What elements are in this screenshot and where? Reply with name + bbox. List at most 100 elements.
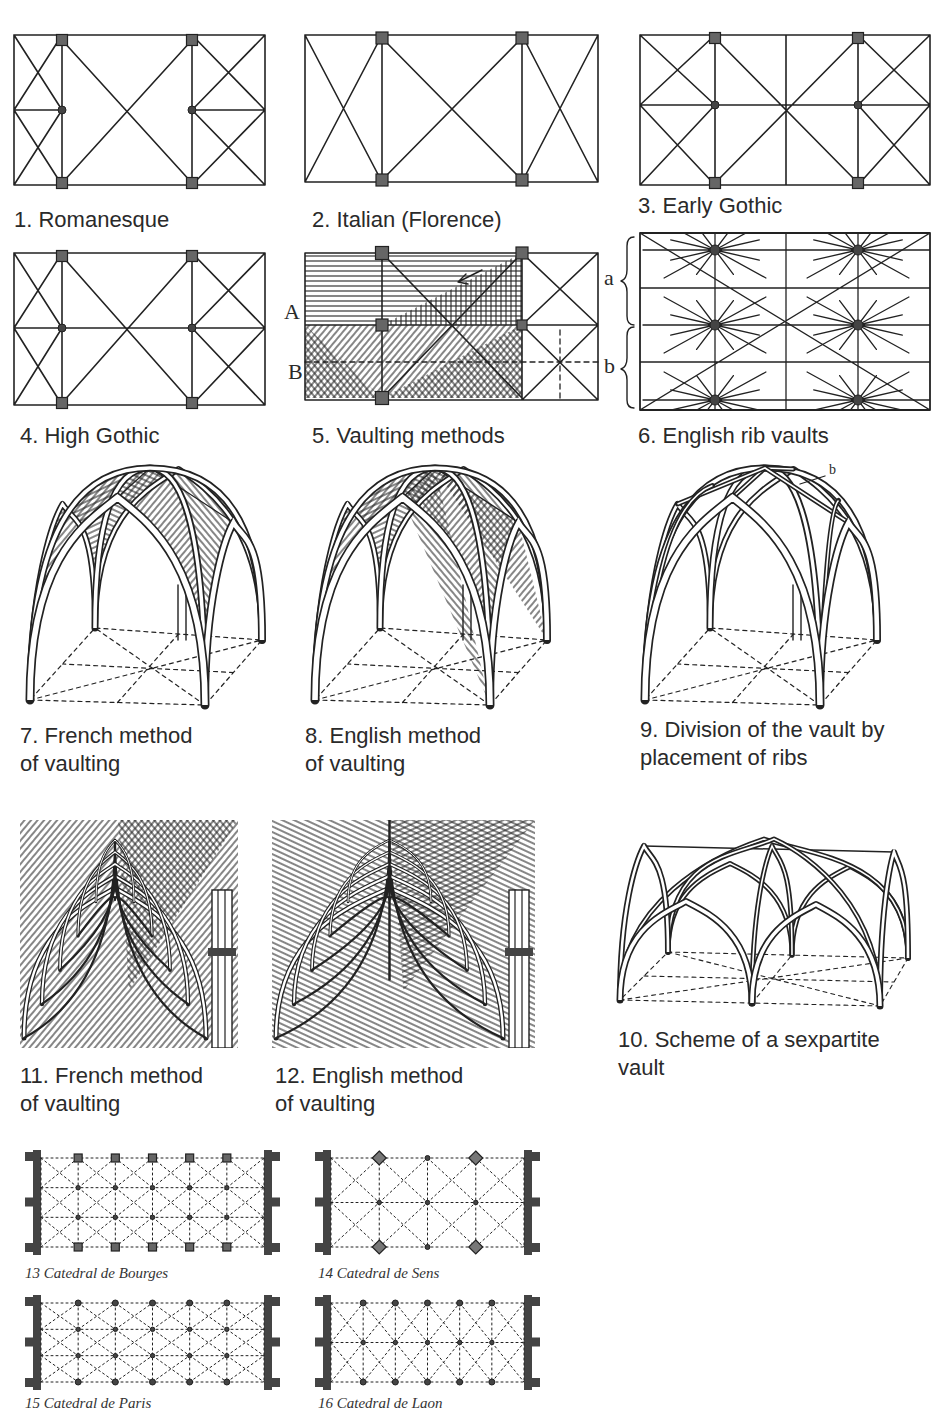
- vault-web: [20, 820, 238, 1048]
- pier-dot: [490, 1340, 494, 1344]
- pier-dot: [457, 1300, 463, 1306]
- pier-dot: [392, 1379, 398, 1385]
- base-plan-dashed: [620, 952, 908, 1006]
- pier-dot: [113, 1185, 117, 1189]
- pier-dot: [225, 1353, 229, 1357]
- plan-caption: 15 Catedral de Paris: [25, 1394, 151, 1412]
- figure-caption: 8. English method of vaulting: [305, 722, 503, 778]
- vault-rib-core: [645, 498, 820, 706]
- pier-dot: [225, 1215, 229, 1219]
- figure-caption: 10. Scheme of a sexpartite vault: [618, 1026, 918, 1082]
- vault-rib: [645, 468, 877, 700]
- buttress: [25, 1378, 33, 1387]
- pier-dot: [75, 1300, 81, 1306]
- pier-dot: [854, 101, 862, 109]
- pier: [710, 33, 721, 44]
- dashed-line: [305, 330, 598, 398]
- vault-rib: [752, 905, 880, 1007]
- pier-dot: [393, 1340, 397, 1344]
- pier-dot: [425, 1300, 431, 1306]
- brace: [621, 327, 634, 408]
- plan-dotted: [331, 1303, 524, 1382]
- pier-diamond: [372, 1151, 386, 1165]
- buttress: [315, 1198, 323, 1207]
- interior-rib: [96, 840, 134, 902]
- capital: [505, 948, 533, 956]
- end-wall: [323, 1150, 331, 1255]
- end-wall: [524, 1150, 532, 1255]
- buttress: [315, 1338, 323, 1347]
- pier-dot: [113, 1327, 117, 1331]
- pier: [57, 251, 68, 262]
- pier-dot: [710, 395, 720, 405]
- pier: [111, 1243, 119, 1251]
- pier-dot: [76, 1353, 80, 1357]
- vault-rib-core: [620, 902, 752, 1004]
- pier-dot: [187, 1185, 191, 1189]
- vault-rib-core: [752, 905, 880, 1007]
- figure-caption: 9. Division of the vault by placement of…: [640, 716, 920, 772]
- figure-caption: 12. English method of vaulting: [275, 1062, 475, 1118]
- pier: [187, 35, 198, 46]
- pier-dot: [113, 1353, 117, 1357]
- leader-line: [800, 476, 825, 484]
- brace: [621, 237, 634, 325]
- pier: [149, 1243, 157, 1251]
- callout-letter: b: [828, 462, 837, 478]
- pier-dot: [360, 1300, 366, 1306]
- end-wall: [323, 1295, 331, 1390]
- vault-web: [30, 468, 205, 705]
- figure-caption: 1. Romanesque: [14, 206, 169, 234]
- end-wall: [33, 1150, 41, 1255]
- buttress: [25, 1338, 33, 1347]
- callout-letter: B: [288, 360, 303, 384]
- vault-rib-core: [315, 498, 490, 706]
- vault-web: [305, 253, 522, 325]
- interior-view: [272, 820, 535, 1048]
- buttress: [315, 1297, 323, 1306]
- vault-rib: [645, 498, 820, 706]
- pier-diamond: [469, 1240, 483, 1254]
- pier-dot: [188, 106, 196, 114]
- vault-rib-core: [315, 468, 547, 700]
- pier-dot: [150, 1300, 156, 1306]
- end-wall: [524, 1295, 532, 1390]
- vault-rib: [30, 498, 205, 706]
- pier-dot: [225, 1185, 229, 1189]
- interior-rib-core: [60, 864, 170, 970]
- pier: [376, 319, 388, 331]
- buttress: [532, 1243, 540, 1252]
- end-wall: [264, 1150, 272, 1255]
- vault-rib-core: [880, 852, 908, 1006]
- pier-dot: [425, 1156, 430, 1161]
- plan-line: [305, 35, 598, 182]
- buttress: [272, 1297, 280, 1306]
- buttress: [272, 1243, 280, 1252]
- pier-dot: [76, 1185, 80, 1189]
- vault-rib-core: [820, 523, 877, 706]
- callout-letter: a: [604, 266, 614, 290]
- pier-dot: [188, 324, 196, 332]
- base-plan-dashed: [315, 628, 547, 705]
- pier-dot: [457, 1379, 463, 1385]
- interior-rib: [24, 840, 206, 1038]
- pier-dot: [76, 1215, 80, 1219]
- interior-rib: [78, 852, 152, 936]
- pier-dot: [112, 1300, 118, 1306]
- buttress: [272, 1338, 280, 1347]
- vault-rib-core: [620, 846, 668, 1000]
- interior-rib: [60, 864, 170, 970]
- pier-dot: [187, 1379, 193, 1385]
- vault-rib-core: [30, 498, 205, 706]
- pier-dot: [425, 1340, 429, 1344]
- capital: [208, 948, 236, 956]
- figure-caption: 6. English rib vaults: [638, 422, 829, 450]
- pier-dot: [187, 1215, 191, 1219]
- pier-dot: [710, 245, 720, 255]
- pier-dot: [392, 1300, 398, 1306]
- pier-dot: [425, 1379, 431, 1385]
- buttress: [532, 1152, 540, 1161]
- pier-dot: [58, 106, 66, 114]
- buttress: [532, 1338, 540, 1347]
- vault-web: [382, 253, 522, 325]
